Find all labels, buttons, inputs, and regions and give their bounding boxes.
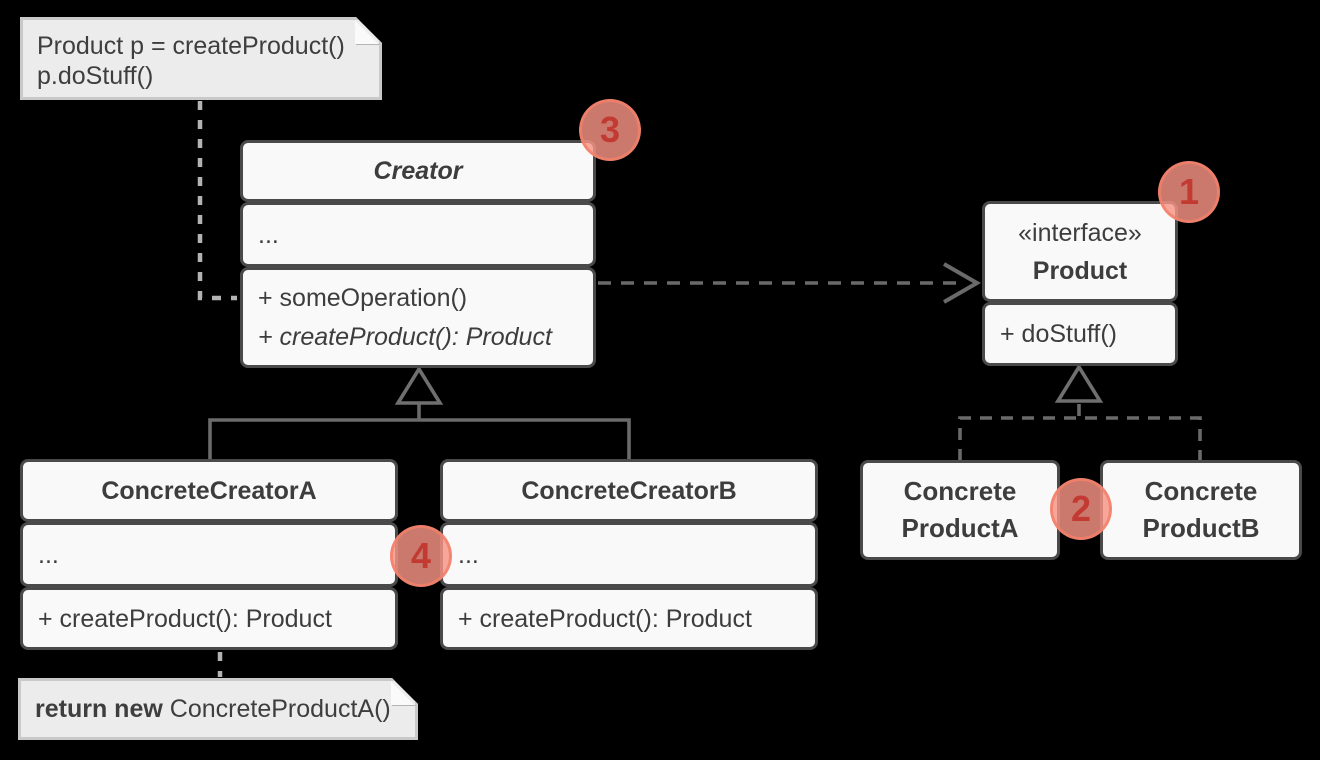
method-someOperation: + someOperation() bbox=[258, 283, 468, 312]
class-name: Product bbox=[1032, 256, 1128, 285]
note-connector-usage bbox=[197, 101, 237, 301]
class-concrete-creator-a-fields: ... bbox=[20, 522, 398, 587]
class-name: ConcreteCreatorB bbox=[521, 476, 737, 505]
note-return-keyword: return new bbox=[35, 695, 163, 723]
class-creator-methods: + someOperation() + createProduct(): Pro… bbox=[240, 267, 596, 368]
class-concrete-creator-a-methods: + createProduct(): Product bbox=[20, 587, 398, 650]
class-concrete-creator-b: ConcreteCreatorB ... + createProduct(): … bbox=[440, 459, 818, 650]
marker-1: 1 bbox=[1158, 161, 1220, 223]
note-client-code: Product p = createProduct() p.doStuff() bbox=[20, 17, 382, 100]
stereotype-interface: «interface» bbox=[1018, 218, 1142, 247]
class-concrete-product-b-title: Concrete ProductB bbox=[1100, 460, 1302, 560]
fields-ellipsis: ... bbox=[258, 220, 279, 249]
method-doStuff: + doStuff() bbox=[1000, 320, 1117, 348]
interface-product: «interface» Product + doStuff() bbox=[982, 201, 1178, 366]
realization-connector-products bbox=[958, 363, 1202, 461]
class-concrete-creator-b-methods: + createProduct(): Product bbox=[440, 587, 818, 650]
class-concrete-creator-b-title: ConcreteCreatorB bbox=[440, 459, 818, 522]
marker-2: 2 bbox=[1050, 478, 1112, 540]
class-name-line: Concrete bbox=[1144, 476, 1258, 506]
class-concrete-product-a-title: Concrete ProductA bbox=[860, 460, 1060, 560]
class-concrete-creator-a-title: ConcreteCreatorA bbox=[20, 459, 398, 522]
fields-ellipsis: ... bbox=[458, 540, 479, 569]
class-creator: Creator ... + someOperation() + createPr… bbox=[240, 140, 596, 368]
marker-4: 4 bbox=[390, 525, 452, 587]
class-name: Creator bbox=[373, 157, 463, 185]
class-concrete-product-b: Concrete ProductB bbox=[1100, 460, 1302, 560]
class-name-line: Concrete bbox=[903, 476, 1017, 506]
class-concrete-creator-b-fields: ... bbox=[440, 522, 818, 587]
note-return-expression: ConcreteProductA() bbox=[169, 695, 391, 723]
method-createProduct: + createProduct(): Product bbox=[458, 604, 752, 633]
class-name-line: ProductA bbox=[901, 513, 1019, 543]
class-name-line: ProductB bbox=[1142, 513, 1260, 543]
class-creator-title: Creator bbox=[240, 140, 596, 202]
inheritance-connector-creators bbox=[208, 365, 631, 460]
note-client-code-line: Product p = createProduct() bbox=[37, 32, 345, 60]
method-createProduct: + createProduct(): Product bbox=[38, 604, 332, 633]
interface-product-title: «interface» Product bbox=[982, 201, 1178, 302]
class-concrete-creator-a: ConcreteCreatorA ... + createProduct(): … bbox=[20, 459, 398, 650]
dependency-arrow-creator-product bbox=[598, 262, 982, 304]
note-client-code-line: p.doStuff() bbox=[37, 62, 154, 90]
class-creator-fields: ... bbox=[240, 202, 596, 267]
class-concrete-product-a: Concrete ProductA bbox=[860, 460, 1060, 560]
marker-3: 3 bbox=[579, 99, 641, 161]
method-createProduct: + createProduct(): Product bbox=[258, 322, 552, 351]
class-name: ConcreteCreatorA bbox=[101, 476, 317, 505]
fields-ellipsis: ... bbox=[38, 540, 59, 569]
note-return-statement: return new ConcreteProductA() bbox=[18, 678, 418, 740]
interface-product-methods: + doStuff() bbox=[982, 302, 1178, 366]
